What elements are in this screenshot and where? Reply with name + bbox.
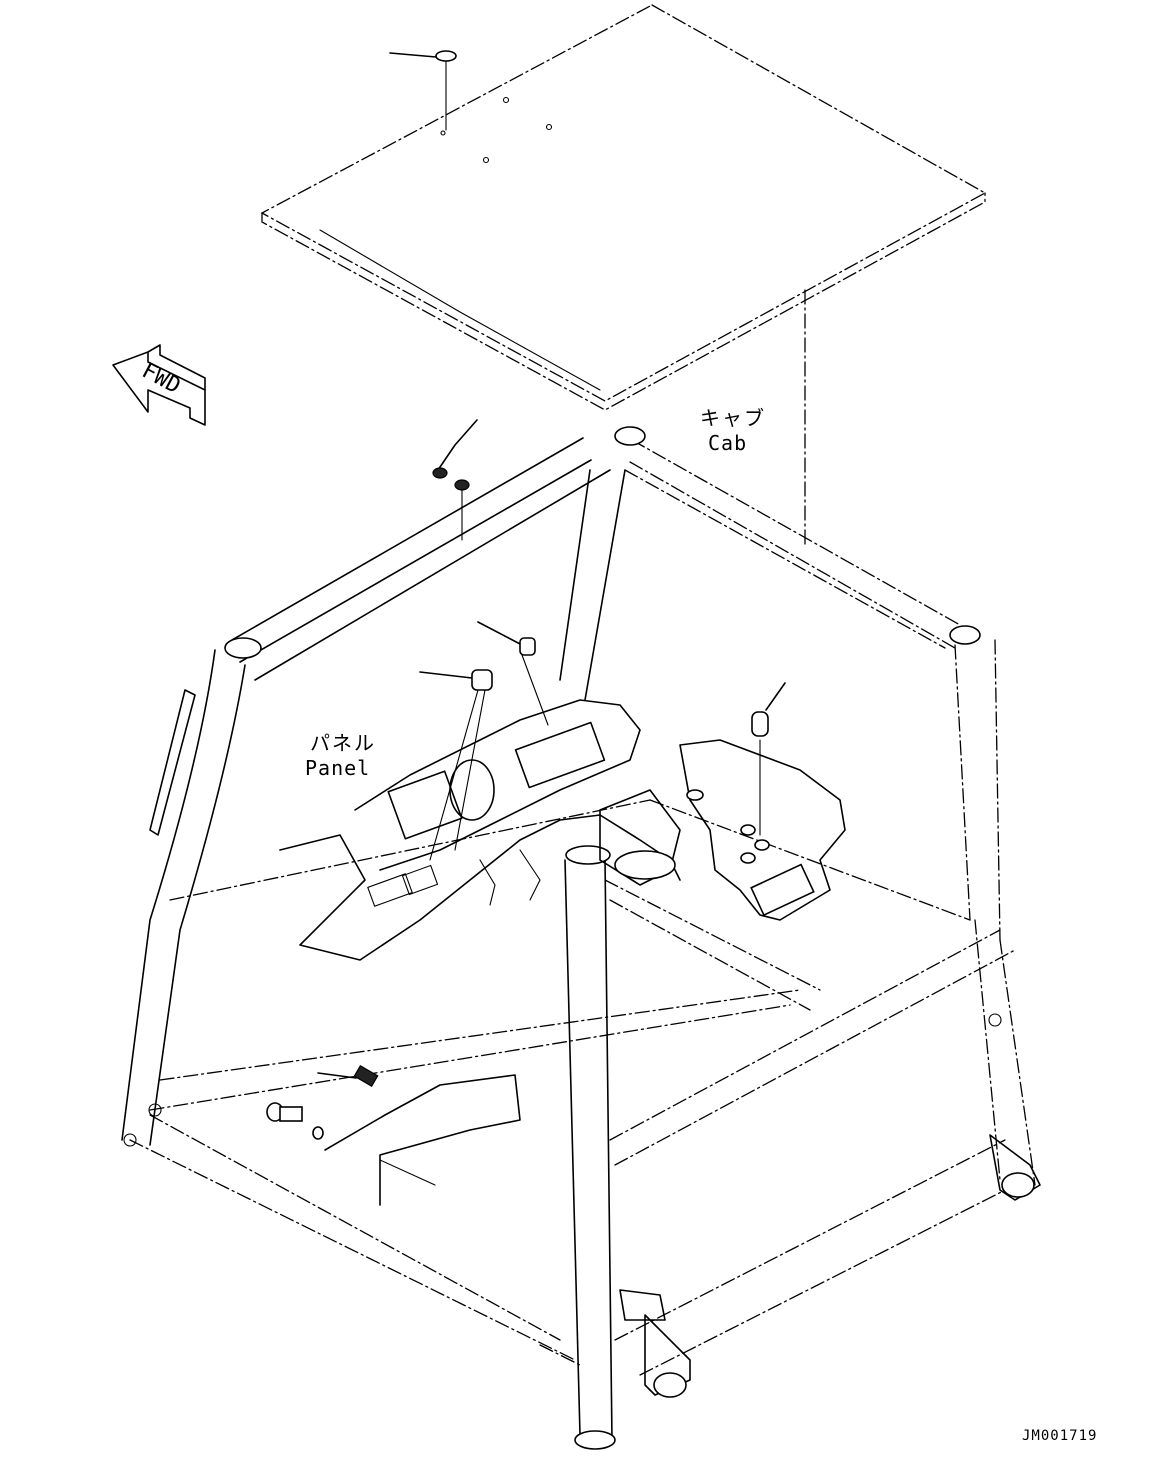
- cap-callout-console: [751, 682, 786, 836]
- drawing-code: JM001719: [1022, 1428, 1097, 1444]
- fwd-arrow: FWD: [112, 344, 206, 426]
- cap-callout-center: [477, 621, 549, 726]
- cab-frame: [121, 426, 1041, 1450]
- cap-callout-panel: [419, 669, 493, 861]
- cab-label: キャブ Cab: [700, 406, 766, 455]
- panel-label-en: Panel: [305, 756, 370, 780]
- bolt-callout-bottom: [266, 1064, 521, 1206]
- right-console: [679, 739, 846, 921]
- dashboard-panel: [279, 699, 681, 961]
- panel-label-jp: パネル: [310, 731, 376, 755]
- cab-label-en: Cab: [708, 431, 747, 455]
- cab-label-jp: キャブ: [700, 406, 766, 430]
- panel-label: パネル Panel: [305, 731, 376, 780]
- clip-callout-top: [432, 419, 478, 541]
- roof-panel: [260, 4, 987, 546]
- roof-cap-callout: [389, 50, 457, 131]
